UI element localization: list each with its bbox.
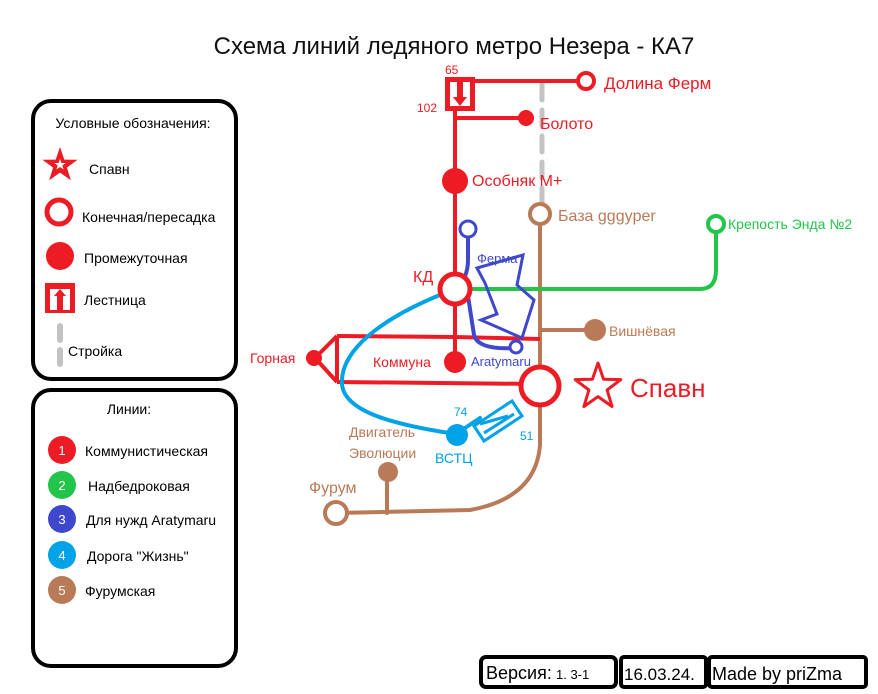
legend-box bbox=[31, 99, 238, 381]
stairs-icon bbox=[45, 283, 75, 313]
line-name-2: Надбедроковая bbox=[88, 478, 190, 494]
station-vishnevaya[interactable] bbox=[584, 319, 606, 341]
station-krepost-label: Крепость Энда №2 bbox=[728, 216, 852, 232]
spawn-star-inner-icon bbox=[54, 159, 66, 170]
station-baza[interactable] bbox=[528, 202, 552, 226]
stairs-dolina-icon bbox=[445, 77, 475, 111]
station-krepost[interactable] bbox=[706, 214, 726, 234]
legend-terminal-label: Конечная/пересадка bbox=[82, 209, 216, 225]
station-kd[interactable] bbox=[437, 271, 473, 307]
station-osobnyak-label: Особняк М+ bbox=[472, 173, 562, 190]
version-value: 1. 3-1 bbox=[556, 667, 589, 682]
lines-heading: Линии: bbox=[107, 401, 151, 417]
date-box bbox=[619, 655, 708, 689]
station-baza-label: База gggyper bbox=[558, 208, 656, 225]
date-text: 16.03.24. bbox=[624, 665, 695, 684]
ferma-arrow-icon bbox=[474, 252, 536, 341]
station-ferma-label: Ферма bbox=[477, 251, 518, 266]
line-badge-2 bbox=[48, 471, 76, 499]
line-item-1: 1 Коммунистическая bbox=[48, 436, 208, 464]
version-label: Версия: bbox=[486, 663, 552, 683]
stairs-top-label: 65 bbox=[445, 63, 459, 77]
station-ferma-terminal[interactable] bbox=[458, 219, 478, 239]
station-dvigatel-label-1: Двигатель bbox=[349, 424, 415, 440]
station-spawn-label: Спавн bbox=[630, 373, 706, 403]
legend-stairs-label: Лестница bbox=[84, 292, 146, 308]
line-badge-3 bbox=[48, 505, 76, 533]
line-item-4: 4 Дорога "Жизнь" bbox=[48, 541, 189, 569]
stairs-cyan-top-label: 74 bbox=[454, 405, 468, 419]
line-name-4: Дорога "Жизнь" bbox=[87, 548, 189, 564]
station-kommuna-label: Коммуна bbox=[373, 354, 431, 370]
station-gornaya-label: Горная bbox=[250, 350, 295, 366]
line-badge-1 bbox=[48, 436, 76, 464]
line-item-3: 3 Для нужд Aratymaru bbox=[48, 505, 216, 533]
station-vishnevaya-label: Вишнёвая bbox=[609, 323, 676, 339]
line-num-2: 2 bbox=[58, 478, 65, 493]
intermediate-station-icon bbox=[46, 242, 74, 270]
line-badge-5 bbox=[48, 576, 76, 604]
author-box bbox=[707, 655, 868, 689]
station-boloto[interactable] bbox=[518, 110, 534, 126]
legend-intermediate-label: Промежуточная bbox=[84, 250, 188, 266]
station-dolina-label: Долина Ферм bbox=[604, 74, 711, 93]
line-2-route bbox=[455, 224, 718, 291]
line-badge-4 bbox=[48, 541, 76, 569]
station-vstc[interactable] bbox=[446, 424, 468, 446]
station-dolina[interactable] bbox=[576, 71, 596, 91]
station-spawn[interactable] bbox=[518, 364, 562, 408]
stairs-cyan-bottom-label: 51 bbox=[520, 429, 534, 443]
line-name-1: Коммунистическая bbox=[85, 443, 208, 459]
stairs-left-label: 102 bbox=[417, 101, 437, 115]
station-kommuna[interactable] bbox=[444, 351, 466, 373]
stairs-cyan-icon bbox=[471, 398, 525, 444]
line-name-3: Для нужд Aratymaru bbox=[86, 512, 216, 528]
map-title: Схема линий ледяного метро Незера - КА7 bbox=[214, 33, 695, 60]
legend-construction-label: Стройка bbox=[68, 343, 122, 359]
version-box bbox=[479, 655, 618, 689]
line-num-3: 3 bbox=[58, 512, 65, 527]
station-kd-label: КД bbox=[413, 269, 433, 286]
line-num-5: 5 bbox=[58, 583, 65, 598]
legend-heading: Условные обозначения: bbox=[55, 115, 210, 131]
line-item-2: 2 Надбедроковая bbox=[48, 471, 190, 499]
station-vstc-label: ВСТЦ bbox=[435, 450, 473, 466]
line-name-5: Фурумская bbox=[85, 583, 155, 599]
author-text: Made by priZma bbox=[712, 664, 843, 684]
station-aratymaru[interactable] bbox=[508, 339, 524, 355]
station-furum-label: Фурум bbox=[309, 480, 357, 497]
station-gornaya[interactable] bbox=[306, 350, 322, 366]
line-num-4: 4 bbox=[58, 548, 65, 563]
lines-box bbox=[31, 388, 238, 668]
station-dvigatel[interactable] bbox=[378, 462, 398, 482]
terminal-station-icon bbox=[44, 197, 74, 227]
station-boloto-label: Болото bbox=[540, 116, 593, 133]
station-dvigatel-label-2: Эволюции bbox=[349, 445, 416, 461]
line-num-1: 1 bbox=[58, 443, 65, 458]
station-aratymaru-label: Aratymaru bbox=[471, 354, 531, 369]
spawn-star-map-icon bbox=[573, 361, 623, 408]
station-furum[interactable] bbox=[323, 500, 349, 526]
legend-spawn-label: Спавн bbox=[89, 161, 130, 177]
line-item-5: 5 Фурумская bbox=[48, 576, 155, 604]
line-1-route bbox=[313, 79, 585, 386]
station-osobnyak[interactable] bbox=[442, 168, 468, 194]
